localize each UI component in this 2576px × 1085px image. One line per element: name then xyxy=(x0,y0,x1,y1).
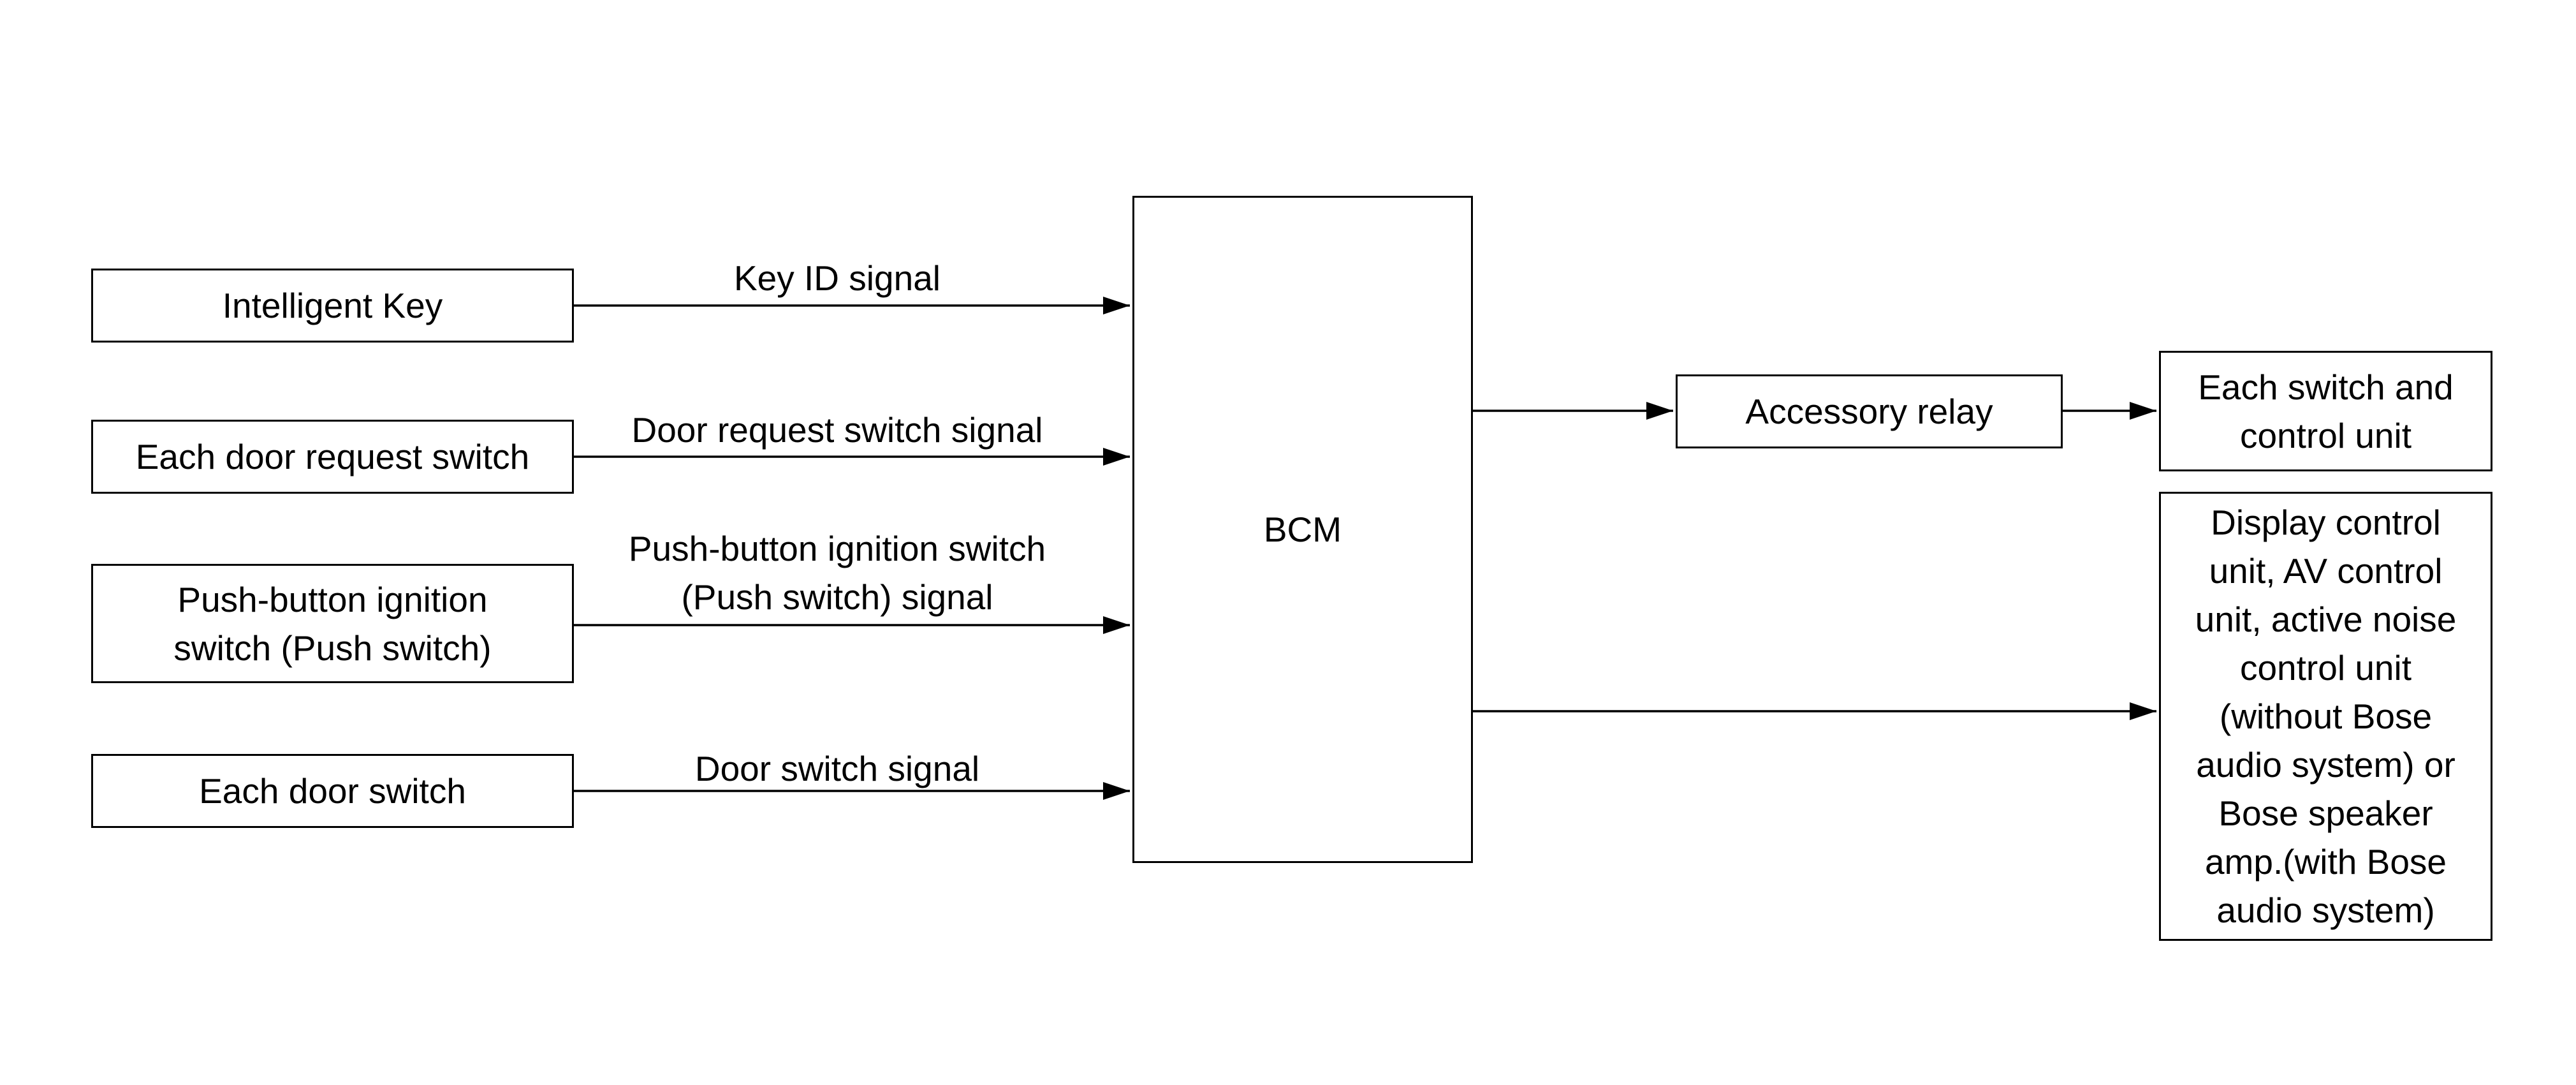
push-switch-signal-label: Push-button ignition switch (Push switch… xyxy=(628,529,1046,617)
door-request-signal-label: Door request switch signal xyxy=(631,410,1043,450)
accessory-relay-box: Accessory relay xyxy=(1676,374,2063,448)
push-button-ignition-switch-box: Push-button ignition switch (Push switch… xyxy=(91,564,574,683)
door-switch-box: Each door switch xyxy=(91,754,574,828)
door-switch-signal-label: Door switch signal xyxy=(694,749,980,788)
each-switch-control-unit-box: Each switch and control unit xyxy=(2159,351,2492,471)
key-id-signal-label: Key ID signal xyxy=(733,258,941,298)
door-request-switch-box: Each door request switch xyxy=(91,420,574,494)
display-av-control-units-box: Display control unit, AV control unit, a… xyxy=(2159,492,2492,941)
intelligent-key-box: Intelligent Key xyxy=(91,269,574,343)
bcm-box: BCM xyxy=(1132,196,1473,863)
